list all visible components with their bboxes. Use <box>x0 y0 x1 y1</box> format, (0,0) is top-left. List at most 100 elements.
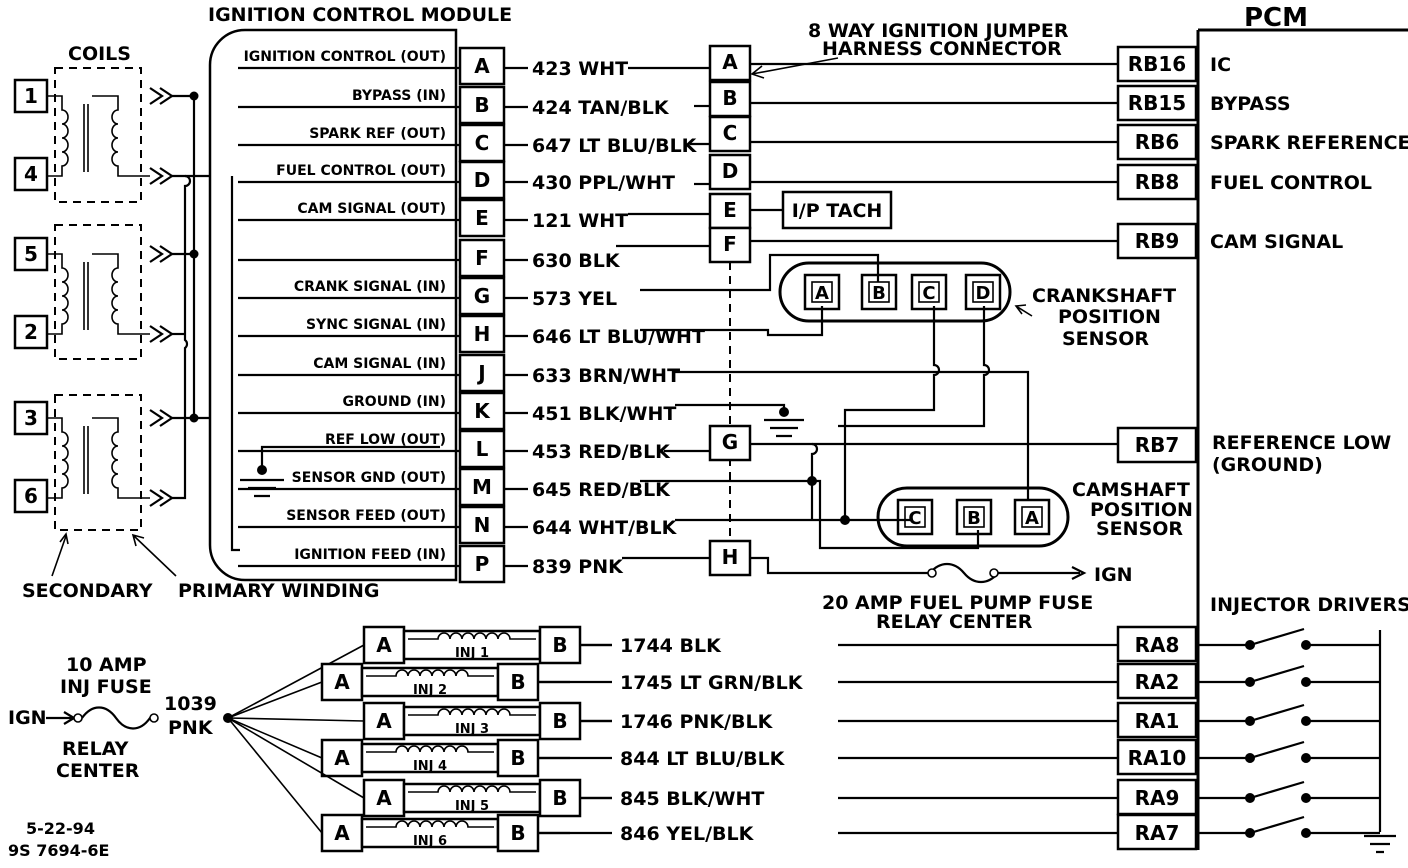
ip-tach-label: I/P TACH <box>792 200 883 222</box>
icm-wire-label: 424 TAN/BLK <box>532 97 670 119</box>
ignition-feed-wire <box>230 176 240 552</box>
jumper-pin-label: B <box>722 86 737 110</box>
crank-sensor-arrow <box>1014 304 1033 317</box>
sensor-wiring <box>240 253 1118 584</box>
coil-connector-chevrons <box>149 87 174 507</box>
ign-label: IGN <box>1094 564 1133 586</box>
icm-wire-label: 645 RED/BLK <box>532 479 671 501</box>
icm-wire-label: 430 PPL/WHT <box>532 172 675 194</box>
cam-pin-b <box>955 498 993 536</box>
icm-signal-label: GROUND (IN) <box>343 394 446 410</box>
inj-feed-wire-color: PNK <box>168 717 214 739</box>
injector-pin-a-label: A <box>334 821 350 845</box>
pcm-injector-pin <box>1116 778 1198 816</box>
pcm-label-reference-low: REFERENCE LOW <box>1212 432 1391 454</box>
ip-tach-box <box>781 190 893 230</box>
coil-terminal-1 <box>13 78 49 114</box>
coil-number-5: 5 <box>24 242 38 266</box>
icm-pin-label: J <box>476 361 485 385</box>
jumper-pin-label: D <box>722 159 739 183</box>
pcm-injector-pin <box>1116 813 1198 851</box>
injector-pin-b-label: B <box>510 670 525 694</box>
jumper-harness: 8 WAY IGNITION JUMPER HARNESS CONNECTOR … <box>616 20 1069 577</box>
injector-wire-label: 845 BLK/WHT <box>620 788 764 810</box>
pcm-injector-pin-label: RA2 <box>1135 670 1180 694</box>
icm-wire-label: 630 BLK <box>532 250 621 272</box>
icm-pin-d <box>458 160 506 200</box>
icm-pin-label: H <box>474 322 491 346</box>
jumper-title-line2: HARNESS CONNECTOR <box>822 38 1062 60</box>
pcm-function-label: FUEL CONTROL <box>1210 172 1372 194</box>
jumper-pin-label: C <box>723 121 738 145</box>
icm-pin-e <box>458 198 506 238</box>
cam-pin-label: B <box>967 508 981 529</box>
icm-signal-label: IGNITION CONTROL (OUT) <box>244 49 446 65</box>
pcm-injector-pin-label: RA1 <box>1135 709 1180 733</box>
jumper-title-line1: 8 WAY IGNITION JUMPER <box>808 20 1069 42</box>
pcm-injector-pin-label: RA8 <box>1135 633 1180 657</box>
crank-pin-c <box>910 273 948 311</box>
pcm-function-label: IC <box>1210 54 1231 76</box>
icm-wire-label: 646 LT BLU/WHT <box>532 326 705 348</box>
crank-pin-label: C <box>922 283 935 304</box>
injector-pin-b-label: B <box>552 633 567 657</box>
crank-pin-label: A <box>815 283 829 304</box>
icm-pin-l <box>458 429 506 469</box>
injector-wire-label: 1745 LT GRN/BLK <box>620 672 804 694</box>
injector-driver-switch <box>1196 703 1380 723</box>
icm-pin-n <box>458 505 506 545</box>
pcm-function-label: SPARK REFERENCE <box>1210 132 1408 154</box>
injector-driver-switch <box>1196 780 1380 800</box>
crank-pin-label: B <box>872 283 886 304</box>
icm-wire-label: 839 PNK <box>532 556 624 578</box>
injector-pin-a-label: A <box>376 633 392 657</box>
injector-wire-label: 846 YEL/BLK <box>620 823 755 845</box>
injector-pin-b-label: B <box>552 709 567 733</box>
inj-fuse-line2: INJ FUSE <box>60 676 152 698</box>
cam-pin-c <box>896 498 934 536</box>
icm-wire-label: 451 BLK/WHT <box>532 403 676 425</box>
pcm-pin-rb6 <box>1116 123 1198 161</box>
injector-coil <box>408 785 536 793</box>
footer-date: 5-22-94 <box>26 819 95 838</box>
primary-winding-label: PRIMARY WINDING <box>178 580 379 602</box>
injector-feed-wire <box>227 644 365 719</box>
injector-pin-a-label: A <box>376 786 392 810</box>
coil-number-2: 2 <box>24 320 38 344</box>
icm-signal-label: FUEL CONTROL (OUT) <box>276 163 446 179</box>
icm-pin-label: D <box>474 168 491 192</box>
injector-pin-b-label: B <box>510 746 525 770</box>
icm-pin-label: M <box>472 475 492 499</box>
injector-section: INJECTOR DRIVERS 10 AMP INJ FUSE IGN REL… <box>8 594 1408 854</box>
coils-title: COILS <box>68 43 131 65</box>
pcm-pin-label: RB6 <box>1135 130 1180 154</box>
injector-feed-wire <box>227 717 365 799</box>
injector-pin-a <box>320 813 364 853</box>
pcm-pin-label: RB15 <box>1128 91 1186 115</box>
inj-fuse-relay: RELAY <box>62 738 129 760</box>
icm-signal-label: CAM SIGNAL (OUT) <box>297 201 446 217</box>
injector-pin-a <box>362 701 406 741</box>
injector-drivers-title: INJECTOR DRIVERS <box>1210 594 1408 616</box>
coil-pack-3-6 <box>54 394 142 531</box>
fuel-pump-fuse-line2: RELAY CENTER <box>876 611 1033 633</box>
fuel-pump-fuse-line1: 20 AMP FUEL PUMP FUSE <box>822 592 1093 614</box>
injector-pin-b-label: B <box>510 821 525 845</box>
icm-wire-label: 121 WHT <box>532 210 628 232</box>
pcm-pin-rb16 <box>1116 45 1198 83</box>
coil-terminal-5 <box>13 236 49 272</box>
inj-fuse-ign: IGN <box>8 707 47 729</box>
icm-pin-j <box>458 353 506 393</box>
icm-pin-b <box>458 85 506 125</box>
inj-feed-wire-number: 1039 <box>164 693 217 715</box>
injector-name: INJ 4 <box>413 759 447 774</box>
pcm-function-label: BYPASS <box>1210 93 1291 115</box>
icm-wire-label: 633 BRN/WHT <box>532 365 680 387</box>
injector-name: INJ 3 <box>455 722 489 737</box>
jumper-pin-label: G <box>722 430 738 454</box>
injector-feed-wire <box>227 717 323 759</box>
